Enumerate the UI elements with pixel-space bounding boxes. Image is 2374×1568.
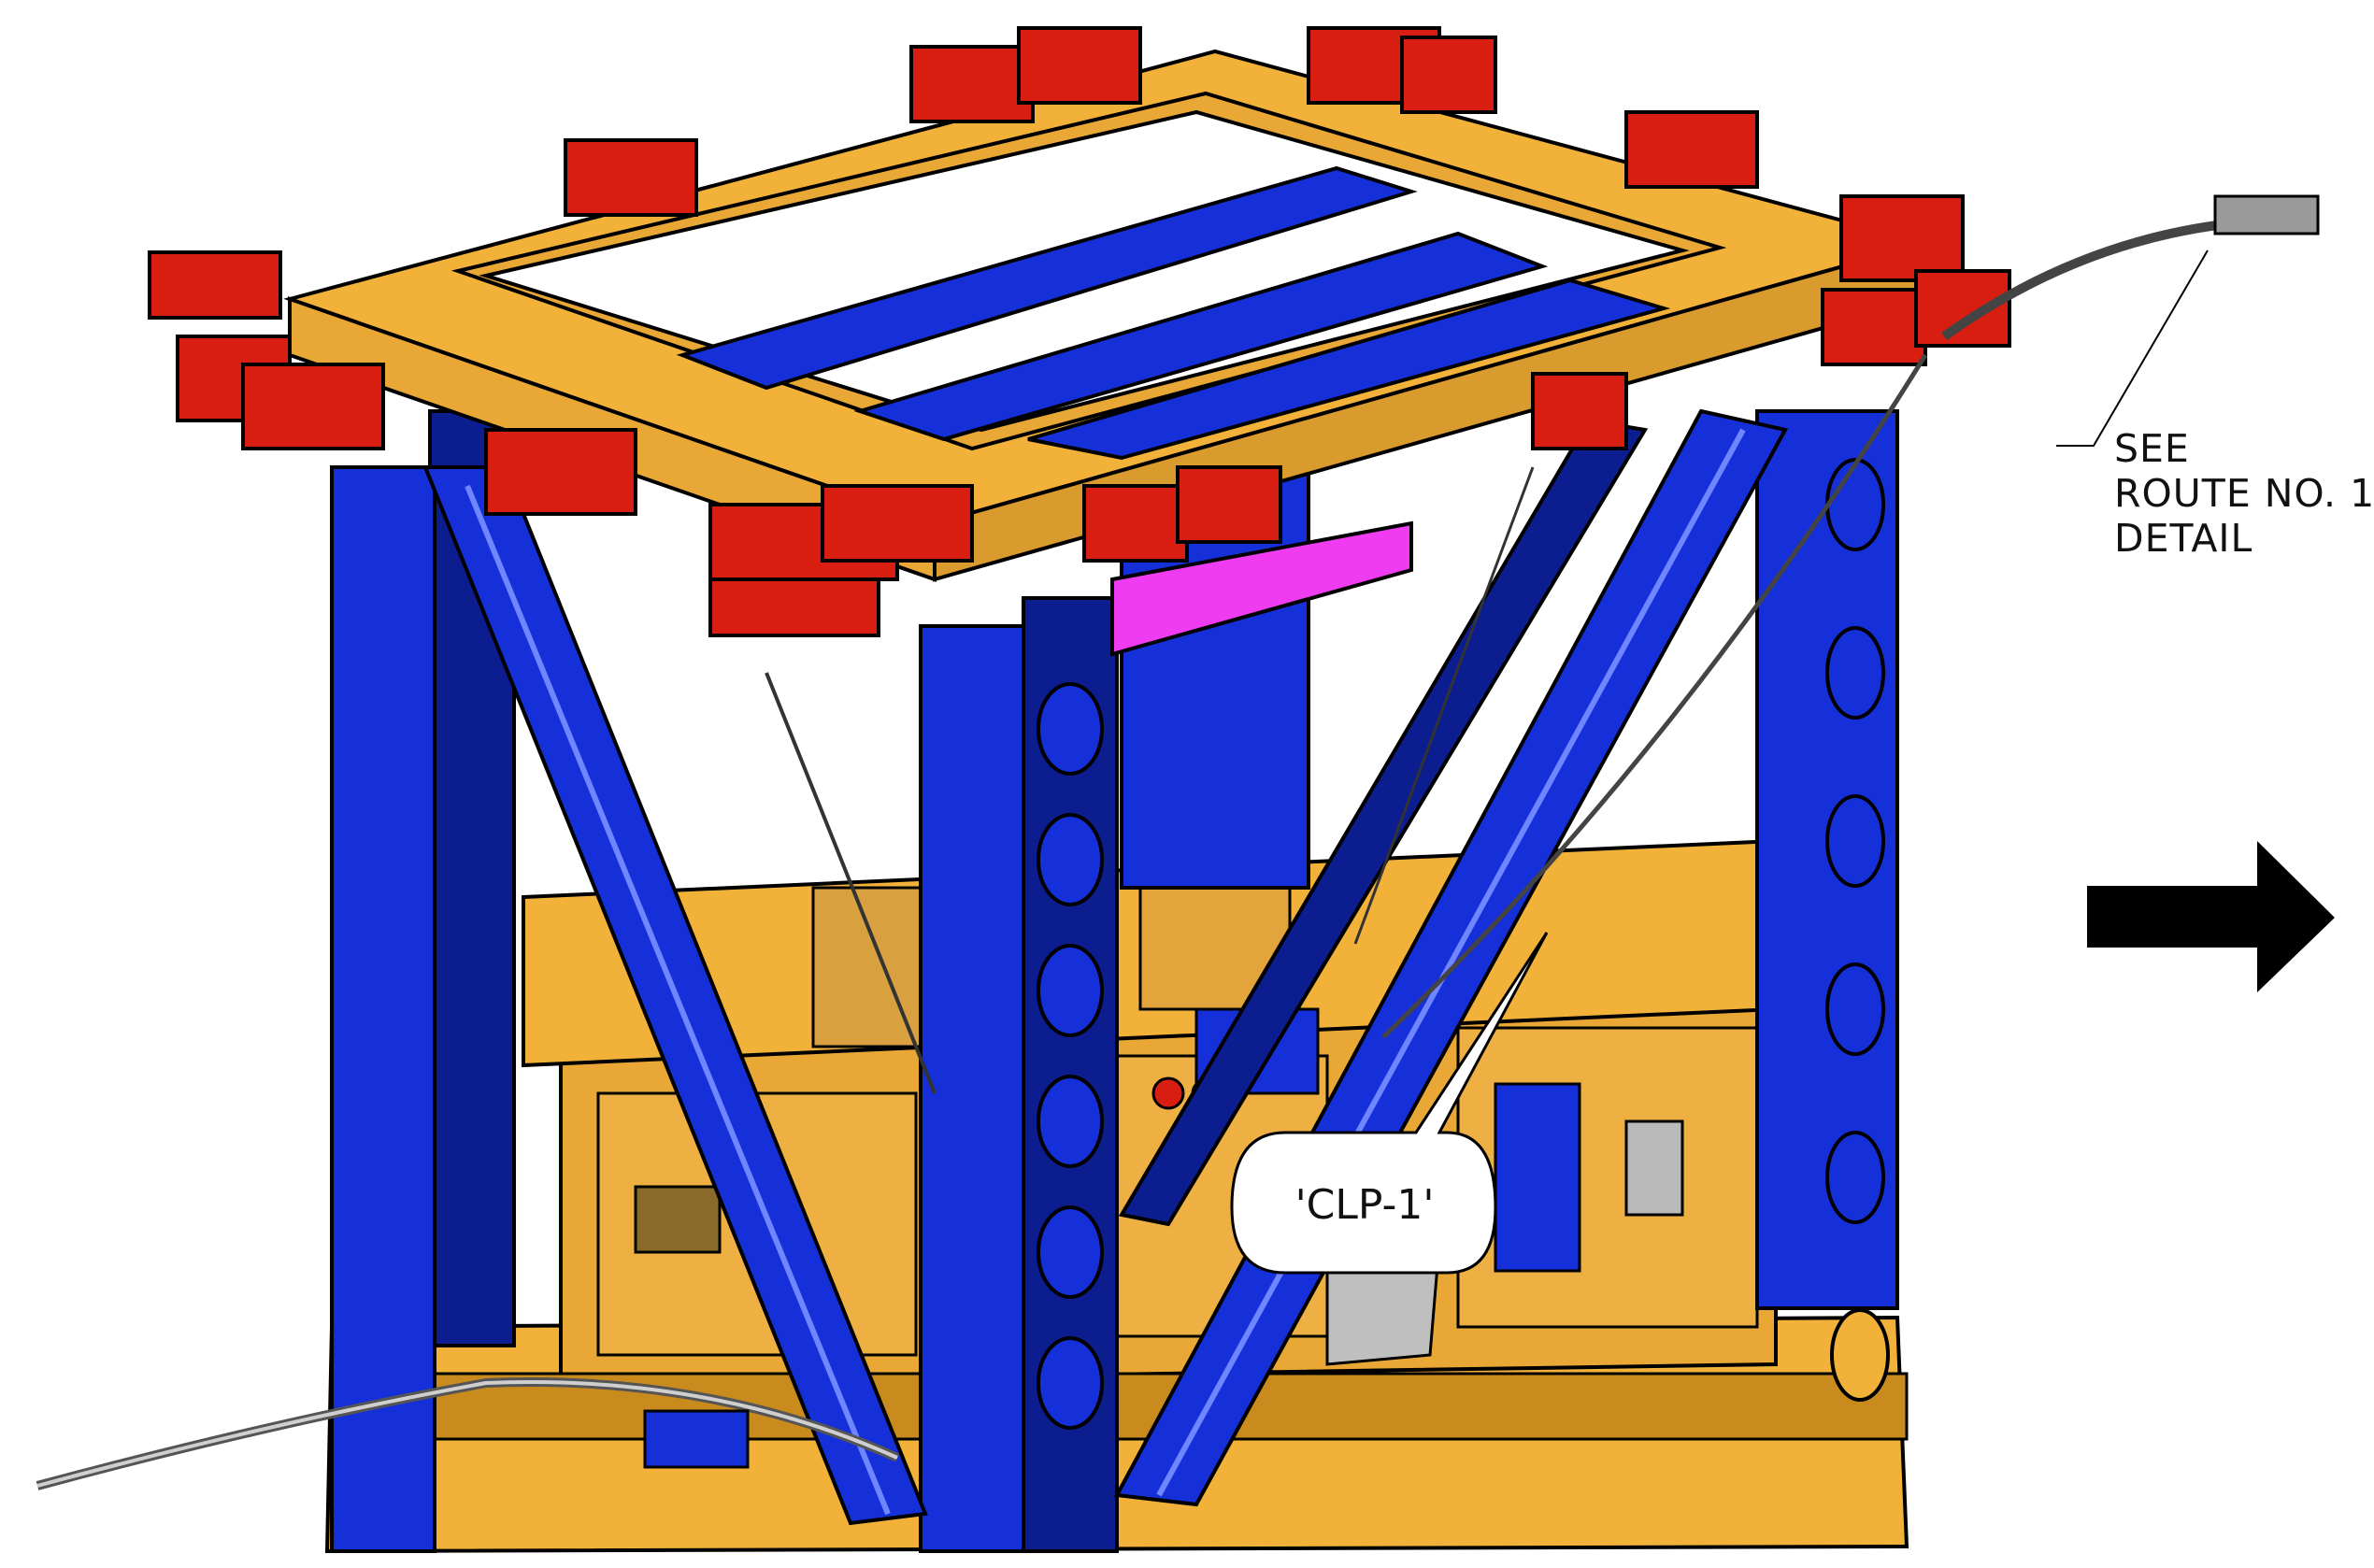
front-center-post [919,596,1119,1553]
right-post-holes [1825,458,1890,1402]
route-note: SEE ROUTE NO. 1 DETAIL [2114,426,2374,561]
clip-label: 'CLP-1' [1294,1181,1435,1229]
route-note-line3: DETAIL [2114,516,2253,561]
arrow-right-icon [2087,841,2335,992]
route-note-leader [2056,249,2209,447]
cable-route [36,194,2320,1490]
route-note-line1: SEE [2114,426,2190,471]
red-clamps [148,26,2011,637]
clip-callout [1230,932,1549,1275]
front-left-post [330,465,436,1553]
route-note-line2: ROUTE NO. 1 [2114,471,2374,516]
magenta-bar [1110,520,1413,657]
